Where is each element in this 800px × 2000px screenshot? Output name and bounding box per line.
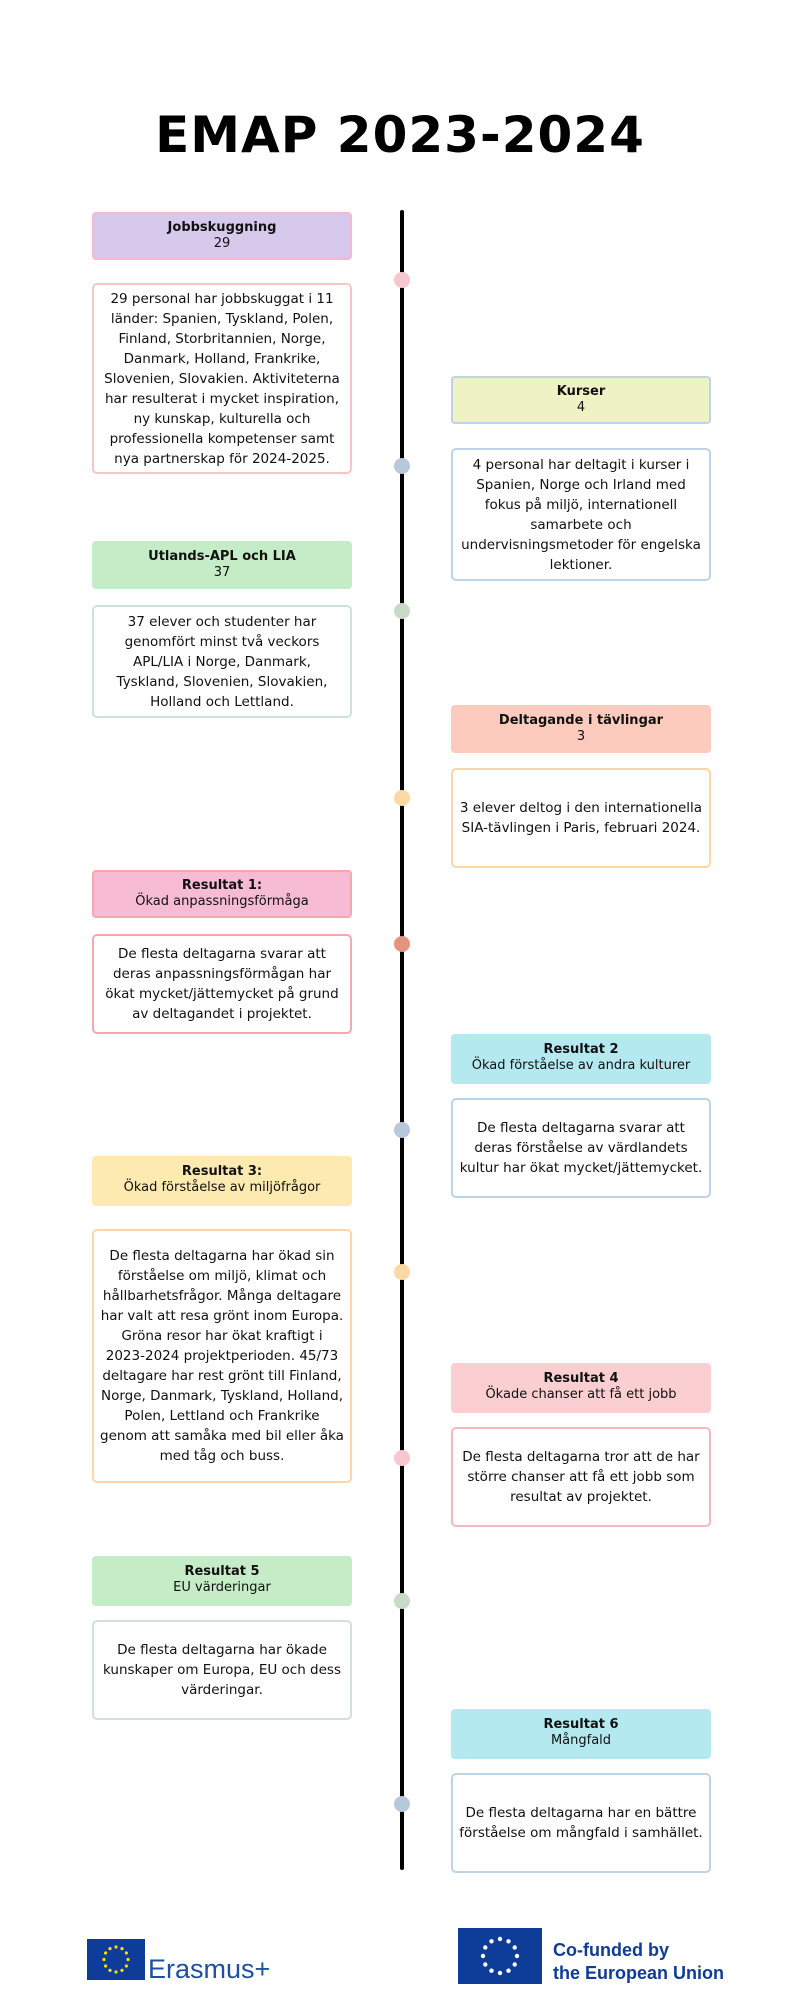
heading-title: Resultat 6 — [543, 1717, 619, 1732]
heading-value: Ökade chanser att få ett jobb — [485, 1387, 677, 1402]
timeline-dot — [394, 458, 410, 474]
timeline-item-description: 4 personal har deltagit i kurser i Spani… — [451, 448, 711, 581]
heading-title: Utlands-APL och LIA — [148, 549, 296, 564]
heading-value: Mångfald — [550, 1733, 612, 1748]
timeline-dot — [394, 1593, 410, 1609]
timeline-axis — [400, 210, 404, 1870]
erasmus-logo-text: Erasmus+ — [148, 1954, 271, 1984]
heading-value: 3 — [576, 729, 586, 744]
timeline-item-description: De flesta deltagarna har ökade kunskaper… — [92, 1620, 352, 1720]
heading-title: Resultat 2 — [543, 1042, 619, 1057]
heading-title: Resultat 5 — [184, 1564, 260, 1579]
timeline-item-heading: Resultat 4 Ökade chanser att få ett jobb — [451, 1363, 711, 1413]
timeline-item-heading: Resultat 5 EU värderingar — [92, 1556, 352, 1606]
timeline-item-heading: Resultat 6 Mångfald — [451, 1709, 711, 1759]
timeline-item-heading: Kurser 4 — [451, 376, 711, 424]
heading-title: Deltagande i tävlingar — [498, 713, 664, 728]
eu-flag-icon — [458, 1928, 542, 1984]
timeline-item-heading: Resultat 3: Ökad förståelse av miljöfråg… — [92, 1156, 352, 1206]
timeline-item-heading: Jobbskuggning 29 — [92, 212, 352, 260]
eu-flag-icon — [87, 1939, 145, 1980]
timeline-item-description: 29 personal har jobbskuggat i 11 länder:… — [92, 283, 352, 474]
timeline-dot — [394, 790, 410, 806]
heading-title: Jobbskuggning — [167, 220, 277, 235]
timeline-item-description: De flesta deltagarna svarar att deras fö… — [451, 1098, 711, 1198]
timeline-dot — [394, 1450, 410, 1466]
timeline-dot — [394, 272, 410, 288]
timeline-item-description: De flesta deltagarna svarar att deras an… — [92, 934, 352, 1034]
timeline-item-heading: Deltagande i tävlingar 3 — [451, 705, 711, 753]
heading-value: Ökad förståelse av miljöfrågor — [123, 1180, 321, 1195]
heading-title: Resultat 1: — [181, 878, 263, 893]
heading-title: Resultat 3: — [181, 1164, 263, 1179]
timeline-dot — [394, 603, 410, 619]
timeline-dot — [394, 1264, 410, 1280]
page-title: EMAP 2023-2024 — [155, 106, 645, 164]
timeline-item-description: De flesta deltagarna har en bättre först… — [451, 1773, 711, 1873]
heading-value: Ökad anpassningsförmåga — [135, 894, 309, 909]
heading-title: Resultat 4 — [543, 1371, 619, 1386]
timeline-item-heading: Resultat 1: Ökad anpassningsförmåga — [92, 870, 352, 918]
timeline-item-heading: Utlands-APL och LIA 37 — [92, 541, 352, 589]
cofunded-text: Co-funded by the European Union — [553, 1939, 724, 1985]
timeline-dot — [394, 1122, 410, 1138]
heading-value: 29 — [213, 236, 231, 251]
timeline-dot — [394, 936, 410, 952]
timeline-item-heading: Resultat 2 Ökad förståelse av andra kult… — [451, 1034, 711, 1084]
cofunded-line-2: the European Union — [553, 1963, 724, 1983]
heading-value: Ökad förståelse av andra kulturer — [471, 1058, 691, 1073]
heading-title: Kurser — [556, 384, 606, 399]
heading-value: EU värderingar — [173, 1580, 271, 1595]
cofunded-line-1: Co-funded by — [553, 1940, 669, 1960]
timeline-item-description: De flesta deltagarna har ökad sin förstå… — [92, 1229, 352, 1483]
timeline-item-description: 37 elever och studenter har genomfört mi… — [92, 605, 352, 718]
timeline-item-description: De flesta deltagarna tror att de har stö… — [451, 1427, 711, 1527]
timeline-item-description: 3 elever deltog i den internationella SI… — [451, 768, 711, 868]
timeline-dot — [394, 1796, 410, 1812]
heading-value: 4 — [576, 400, 586, 415]
heading-value: 37 — [213, 565, 231, 580]
